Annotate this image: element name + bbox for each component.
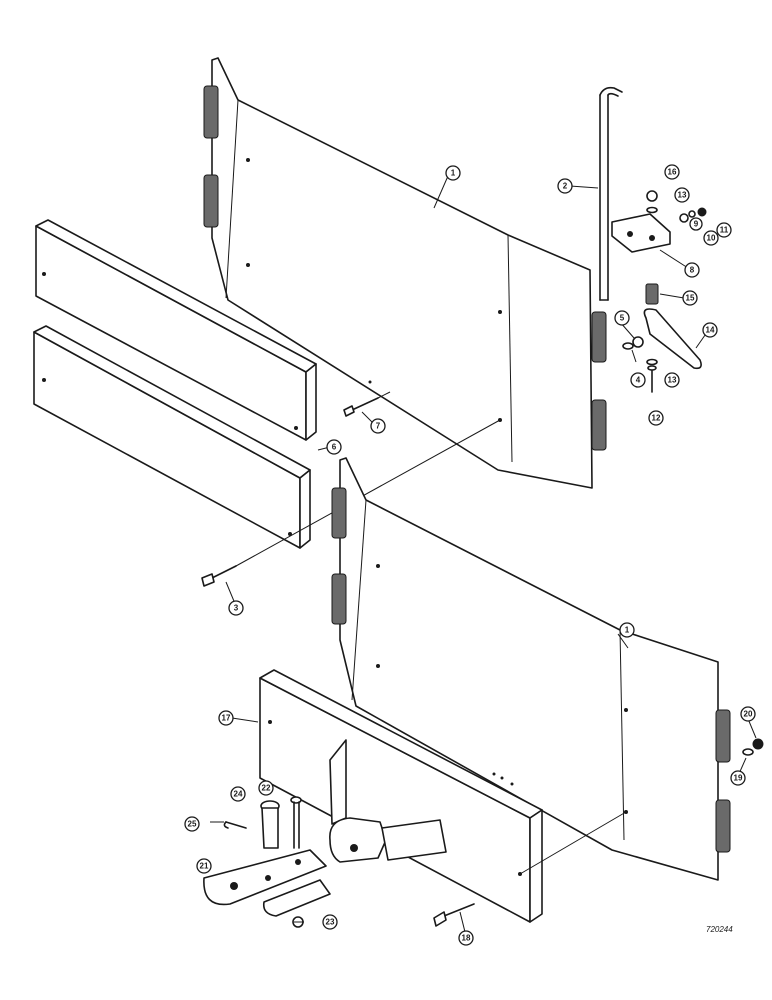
callout-15: 15 bbox=[682, 290, 698, 306]
callout-4: 4 bbox=[630, 372, 646, 388]
mounting-plate bbox=[259, 669, 627, 923]
svg-text:7: 7 bbox=[376, 422, 381, 431]
svg-text:8: 8 bbox=[690, 266, 695, 275]
svg-text:24: 24 bbox=[234, 790, 243, 799]
callout-11: 11 bbox=[716, 222, 732, 238]
hinge-knuckle bbox=[591, 311, 607, 363]
callout-10-upper: 10 bbox=[703, 230, 719, 246]
svg-text:22: 22 bbox=[262, 784, 271, 793]
mounting-bolts bbox=[201, 380, 501, 587]
washer bbox=[646, 358, 658, 366]
washer bbox=[622, 342, 634, 350]
callout-2: 2 bbox=[557, 178, 573, 194]
nut bbox=[632, 336, 644, 348]
washer bbox=[679, 213, 689, 223]
svg-text:25: 25 bbox=[188, 820, 197, 829]
svg-text:20: 20 bbox=[744, 710, 753, 719]
callout-5: 5 bbox=[614, 310, 630, 326]
washer bbox=[688, 210, 696, 218]
bolt-head bbox=[647, 365, 657, 371]
svg-text:15: 15 bbox=[686, 294, 695, 303]
svg-text:12: 12 bbox=[652, 414, 661, 423]
callout-7: 7 bbox=[370, 418, 386, 434]
hinge-knuckle bbox=[715, 709, 731, 763]
callout-8: 8 bbox=[684, 262, 700, 278]
hitch-bracket bbox=[329, 739, 447, 863]
lower-door-panel bbox=[331, 457, 764, 881]
bracket bbox=[611, 213, 671, 253]
svg-text:1: 1 bbox=[451, 169, 456, 178]
callout-18: 18 bbox=[458, 930, 474, 946]
svg-text:13: 13 bbox=[668, 376, 677, 385]
hinge-knuckle bbox=[331, 487, 347, 539]
callout-17: 17 bbox=[218, 710, 234, 726]
latch-hardware bbox=[611, 190, 707, 393]
upper-door-panel bbox=[203, 57, 607, 489]
svg-text:13: 13 bbox=[678, 191, 687, 200]
bushing bbox=[645, 283, 659, 305]
nut bbox=[646, 190, 658, 202]
callout-1-upper: 1 bbox=[445, 165, 461, 181]
callout-25: 25 bbox=[184, 816, 200, 832]
nut bbox=[752, 738, 764, 750]
callout-20: 20 bbox=[740, 706, 756, 722]
hitch-link-assembly bbox=[203, 796, 475, 928]
callout-22: 22 bbox=[258, 780, 274, 796]
svg-text:1: 1 bbox=[625, 626, 630, 635]
svg-text:4: 4 bbox=[636, 376, 641, 385]
svg-text:16: 16 bbox=[668, 168, 677, 177]
callout-16: 16 bbox=[664, 164, 680, 180]
callout-13-upper: 13 bbox=[674, 187, 690, 203]
callout-12: 12 bbox=[648, 410, 664, 426]
nut bbox=[697, 207, 707, 217]
washer bbox=[646, 206, 658, 214]
svg-text:17: 17 bbox=[222, 714, 231, 723]
callout-23: 23 bbox=[322, 914, 338, 930]
svg-text:6: 6 bbox=[332, 443, 337, 452]
filler-block-lower bbox=[33, 325, 311, 549]
figure-code: 720244 bbox=[706, 925, 733, 934]
callout-6: 6 bbox=[326, 439, 342, 455]
callout-1-lower: 1 bbox=[619, 622, 635, 638]
svg-text:9: 9 bbox=[694, 220, 699, 229]
washer bbox=[742, 748, 754, 756]
svg-text:23: 23 bbox=[326, 918, 335, 927]
hinge-knuckle bbox=[331, 573, 347, 625]
latch-rod bbox=[599, 86, 623, 301]
hinge-knuckle bbox=[715, 799, 731, 853]
svg-text:5: 5 bbox=[620, 314, 625, 323]
svg-text:2: 2 bbox=[563, 182, 568, 191]
filler-block-upper bbox=[35, 219, 317, 441]
hinge-knuckle bbox=[591, 399, 607, 451]
hinge-knuckle bbox=[203, 174, 219, 228]
svg-text:19: 19 bbox=[734, 774, 743, 783]
svg-text:11: 11 bbox=[720, 226, 729, 235]
hinge-knuckle bbox=[203, 85, 219, 139]
callout-24: 24 bbox=[230, 786, 246, 802]
callout-3: 3 bbox=[228, 600, 244, 616]
callout-19: 19 bbox=[730, 770, 746, 786]
svg-text:14: 14 bbox=[706, 326, 715, 335]
svg-text:21: 21 bbox=[200, 862, 209, 871]
svg-text:10: 10 bbox=[707, 234, 716, 243]
callout-14: 14 bbox=[702, 322, 718, 338]
latch-handle bbox=[643, 308, 702, 370]
callout-9: 9 bbox=[689, 217, 703, 231]
svg-text:3: 3 bbox=[234, 604, 239, 613]
callout-13-lower: 13 bbox=[664, 372, 680, 388]
callout-21: 21 bbox=[196, 858, 212, 874]
svg-text:18: 18 bbox=[462, 934, 471, 943]
